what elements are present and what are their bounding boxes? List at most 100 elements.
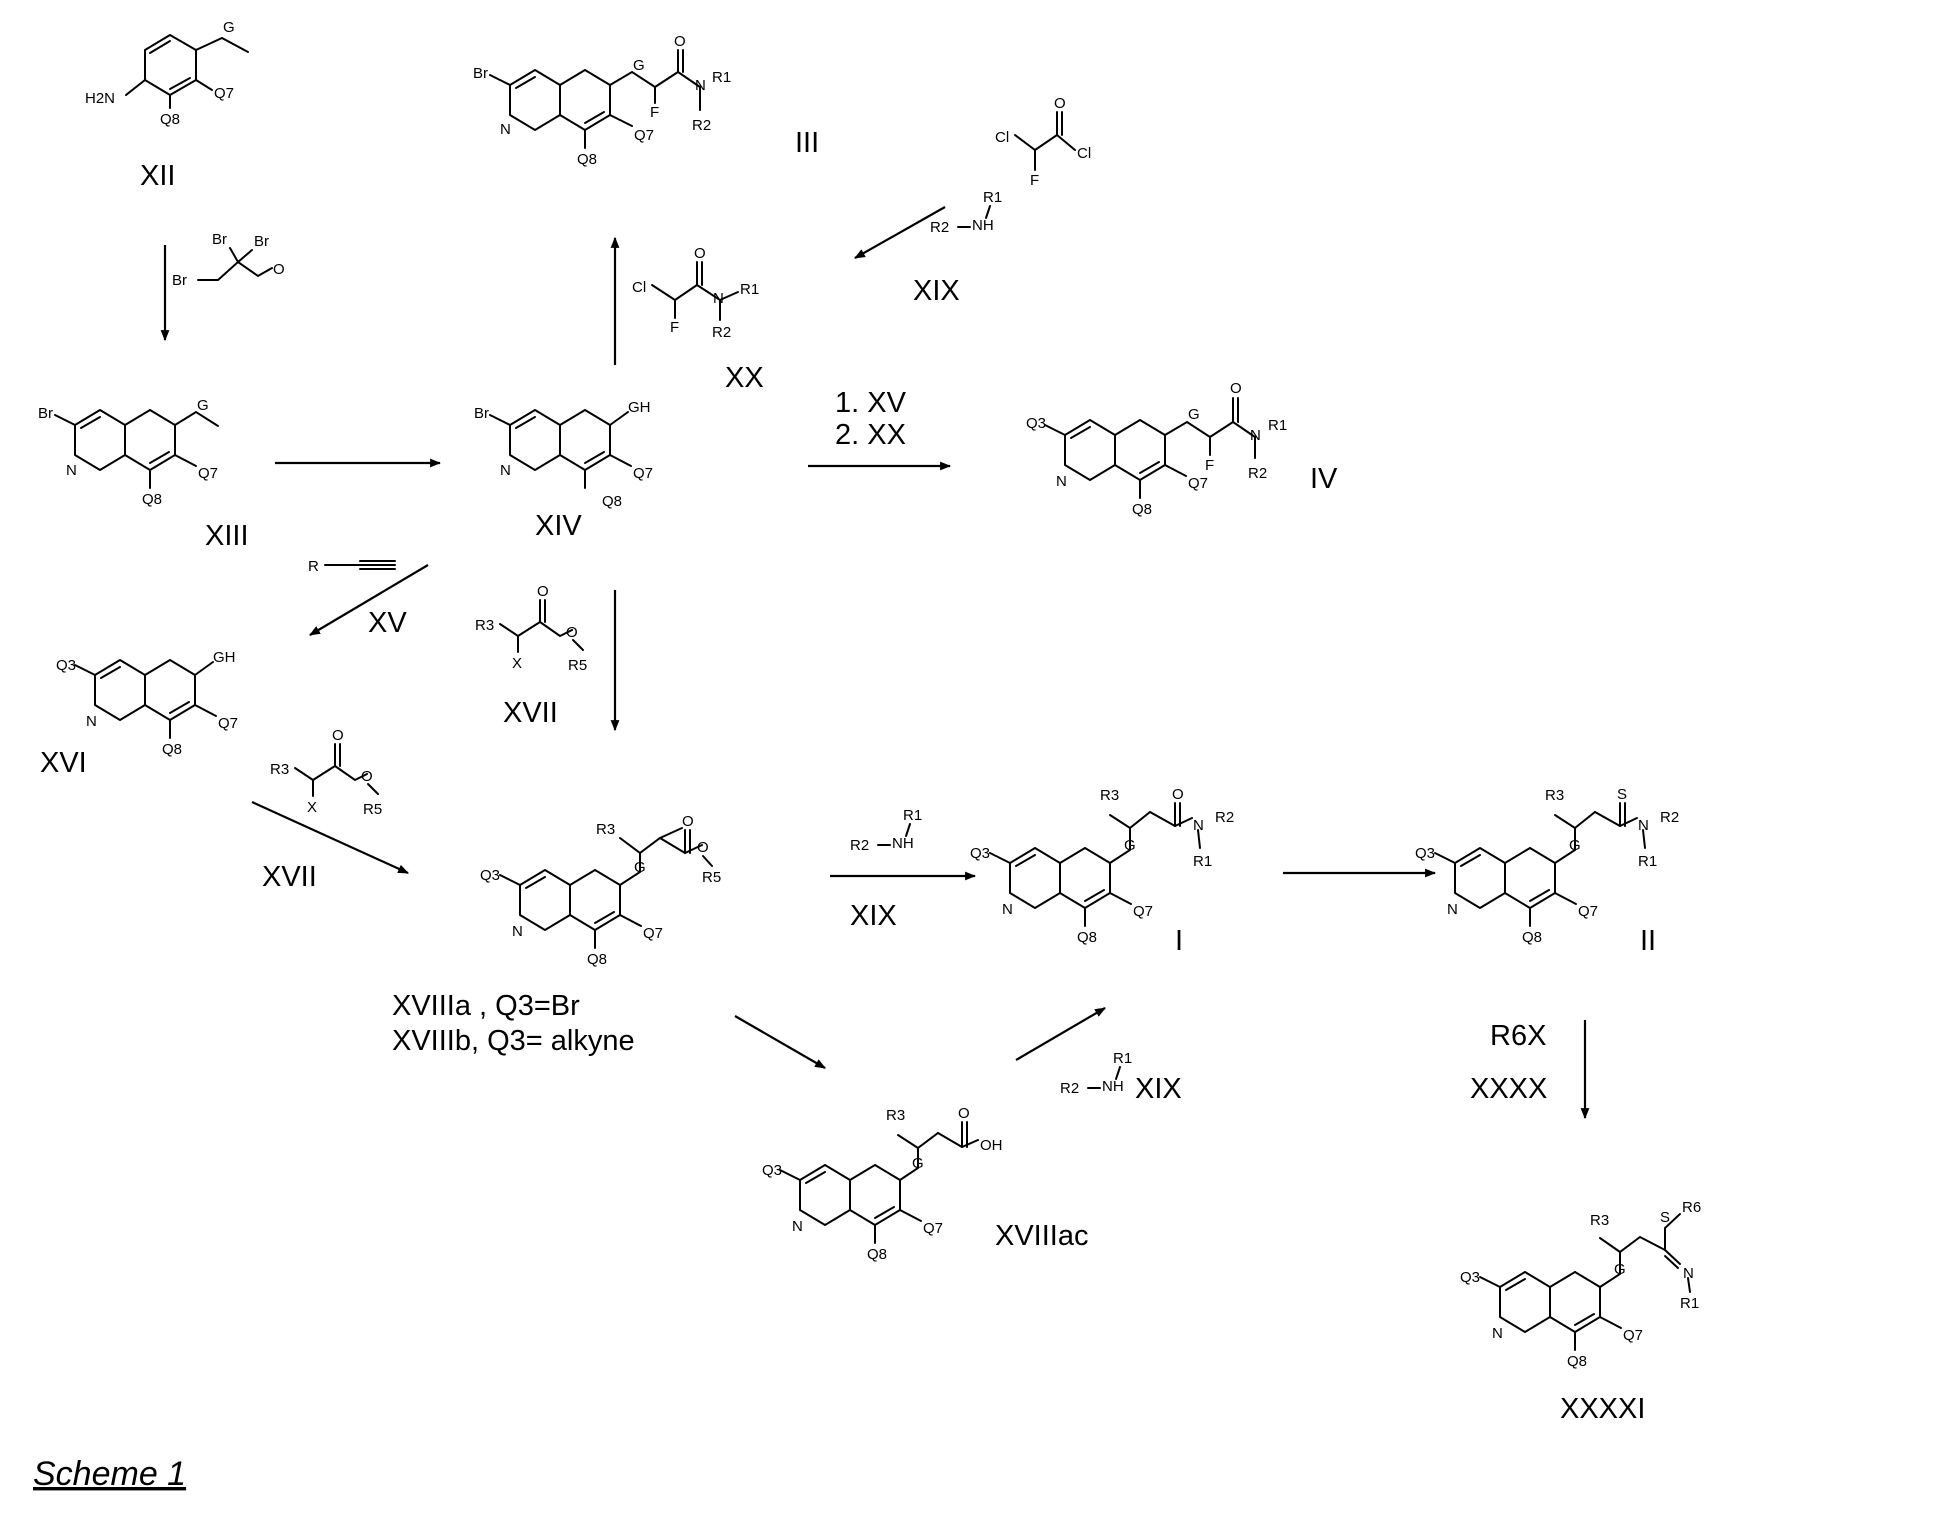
atom-nh: NH [892, 835, 914, 852]
atom-o: O [694, 245, 706, 262]
atom-g: G [634, 859, 646, 876]
atom-r2: R2 [1215, 809, 1234, 826]
atom-x: X [512, 655, 522, 672]
atom-q7: Q7 [218, 715, 238, 732]
label-iii: III [795, 127, 819, 159]
atom-n: N [86, 713, 97, 730]
label-step-xx: 2. XX [835, 419, 906, 451]
atom-g: G [633, 57, 645, 74]
label-xv: XV [368, 607, 407, 639]
atom-o: O [958, 1105, 970, 1122]
atom-nh: NH [972, 217, 994, 234]
atom-r1: R1 [1268, 417, 1287, 434]
label-xvii-left: XVII [262, 861, 317, 893]
label-iv: IV [1310, 463, 1338, 495]
atom-n: N [512, 923, 523, 940]
structure-iii: Br N G O N R1 R2 F Q7 Q8 [473, 33, 731, 168]
structure-xvi: Q3 N GH Q7 Q8 [56, 649, 238, 758]
atom-q8: Q8 [867, 1246, 887, 1263]
atom-o: O [1230, 380, 1242, 397]
atom-q7: Q7 [643, 925, 663, 942]
atom-o: O [332, 727, 344, 744]
atom-q3: Q3 [1415, 845, 1435, 862]
atom-r1: R1 [712, 69, 731, 86]
atom-r2: R2 [1060, 1080, 1079, 1097]
atom-r2: R2 [692, 117, 711, 134]
atom-o: O [1172, 786, 1184, 803]
label-xxxx: XXXX [1470, 1073, 1547, 1105]
label-xviiib: XVIIIb, Q3= alkyne [392, 1025, 635, 1057]
atom-q7: Q7 [198, 465, 218, 482]
atom-r3: R3 [1590, 1212, 1609, 1229]
atom-n: N [1056, 473, 1067, 490]
structure-xii: G H2N Q7 Q8 [85, 19, 248, 128]
atom-o: O [361, 768, 373, 785]
atom-n: N [713, 290, 724, 307]
scheme-title: Scheme 1 [33, 1455, 186, 1493]
atom-q3: Q3 [1460, 1269, 1480, 1286]
structure-xx: Cl O N R1 R2 F [632, 245, 759, 341]
atom-cl: Cl [632, 279, 646, 296]
atom-h2n: H2N [85, 90, 115, 107]
label-xvii-center: XVII [503, 697, 558, 729]
atom-r3: R3 [1100, 787, 1119, 804]
atom-g: G [223, 19, 235, 36]
structure-ii: Q3 N G R3 S N R2 R1 Q7 Q8 [1415, 786, 1679, 946]
label-xiii: XIII [205, 520, 249, 552]
atom-br: Br [38, 405, 53, 422]
atom-o: O [674, 33, 686, 50]
atom-q7: Q7 [1623, 1327, 1643, 1344]
atom-cl: Cl [1077, 145, 1091, 162]
atom-r1: R1 [983, 189, 1002, 206]
atom-q3: Q3 [1026, 415, 1046, 432]
atom-q3: Q3 [762, 1162, 782, 1179]
atom-q8: Q8 [577, 151, 597, 168]
atom-f: F [650, 104, 659, 121]
atom-s: S [1617, 786, 1627, 803]
atom-g: G [1614, 1261, 1626, 1278]
reagent-alkyne: R [308, 558, 395, 575]
atom-o: O [566, 624, 578, 641]
atom-r2: R2 [850, 837, 869, 854]
atom-r1: R1 [1193, 853, 1212, 870]
label-xviiiac: XVIIIac [995, 1220, 1089, 1252]
atom-q3: Q3 [56, 657, 76, 674]
label-r6x: R6X [1490, 1020, 1546, 1052]
atom-q8: Q8 [1522, 929, 1542, 946]
atom-f: F [1030, 172, 1039, 189]
atom-n: N [1683, 1265, 1694, 1282]
atom-r5: R5 [363, 801, 382, 818]
label-xviiia: XVIIIa , Q3=Br [392, 990, 580, 1022]
atom-o: O [1054, 95, 1066, 112]
atom-r3: R3 [886, 1107, 905, 1124]
label-xix-mid: XIX [850, 900, 897, 932]
label-step-xv: 1. XV [835, 387, 907, 419]
atom-q8: Q8 [1077, 929, 1097, 946]
atom-r1: R1 [1113, 1050, 1132, 1067]
atom-n: N [66, 462, 77, 479]
atom-q8: Q8 [160, 111, 180, 128]
atom-br: Br [254, 233, 269, 250]
arrow-xviiiac-to-i [1016, 1008, 1105, 1060]
atom-f: F [1205, 457, 1214, 474]
structure-iv: Q3 N G O N R1 R2 F Q7 Q8 [1026, 380, 1287, 518]
reagent-tribromopropanal: Br Br Br O [172, 231, 285, 289]
amine-top: R2 NH R1 [930, 189, 1002, 236]
atom-gh: GH [213, 649, 236, 666]
atom-f: F [670, 319, 679, 336]
atom-s: S [1660, 1209, 1670, 1226]
atom-r6: R6 [1682, 1199, 1701, 1216]
atom-nh: NH [1102, 1078, 1124, 1095]
atom-n: N [695, 77, 706, 94]
atom-g: G [912, 1155, 924, 1172]
atom-q7: Q7 [634, 127, 654, 144]
atom-o: O [682, 813, 694, 830]
atom-g: G [197, 397, 209, 414]
label-xx: XX [725, 362, 764, 394]
atom-r3: R3 [475, 617, 494, 634]
label-xvi: XVI [40, 747, 87, 779]
label-xiv: XIV [535, 510, 582, 542]
atom-n: N [792, 1218, 803, 1235]
atom-q8: Q8 [162, 741, 182, 758]
atom-r1: R1 [1680, 1295, 1699, 1312]
